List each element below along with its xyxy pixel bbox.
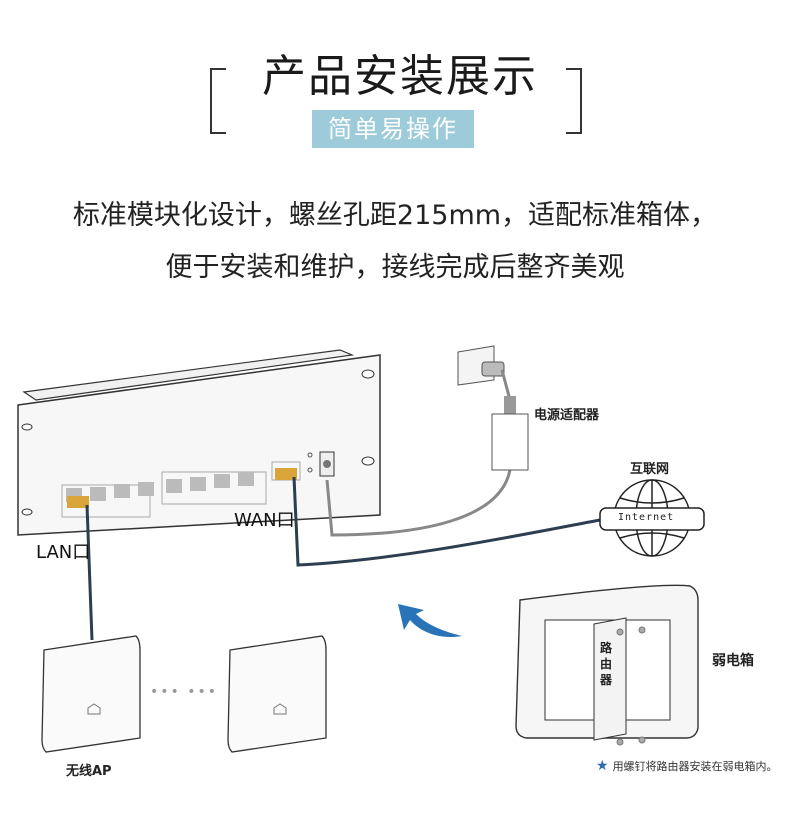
router-vertical-label: 路由器 [600,641,613,687]
internet-cn-label: 互联网 [630,462,670,477]
internet-label: Internet [618,512,675,523]
star-icon: ★ [596,758,609,774]
wireless-ap-1 [41,635,141,753]
description-line-2: 便于安装和维护，接线完成后整齐美观 [165,252,625,283]
left-bracket [210,68,226,134]
internet-globe-icon [599,479,705,557]
ellipsis: ••• ••• [150,684,218,700]
right-bracket [566,68,582,134]
wan-cable [292,476,601,567]
page-title: 产品安装展示 [262,51,538,102]
lan-port-label: LAN口 [36,542,91,563]
install-note: ★用螺钉将路由器安装在弱电箱内。 [596,758,778,774]
power-adapter-label: 电源适配器 [534,408,600,423]
wan-port-label: WAN口 [234,510,295,531]
description-line-1: 标准模块化设计，螺丝孔距215mm，适配标准箱体， [72,200,718,231]
power-cable [325,469,512,537]
subtitle-tag: 简单易操作 [312,110,474,148]
direction-arrow-icon [398,604,462,638]
lan-cable [85,504,94,641]
power-adapter [457,345,529,471]
rack-router [17,349,381,536]
wireless-ap-label: 无线AP [66,764,112,779]
weak-box-label: 弱电箱 [712,653,754,669]
weak-current-box [515,584,699,746]
wireless-ap-2 [227,635,327,753]
